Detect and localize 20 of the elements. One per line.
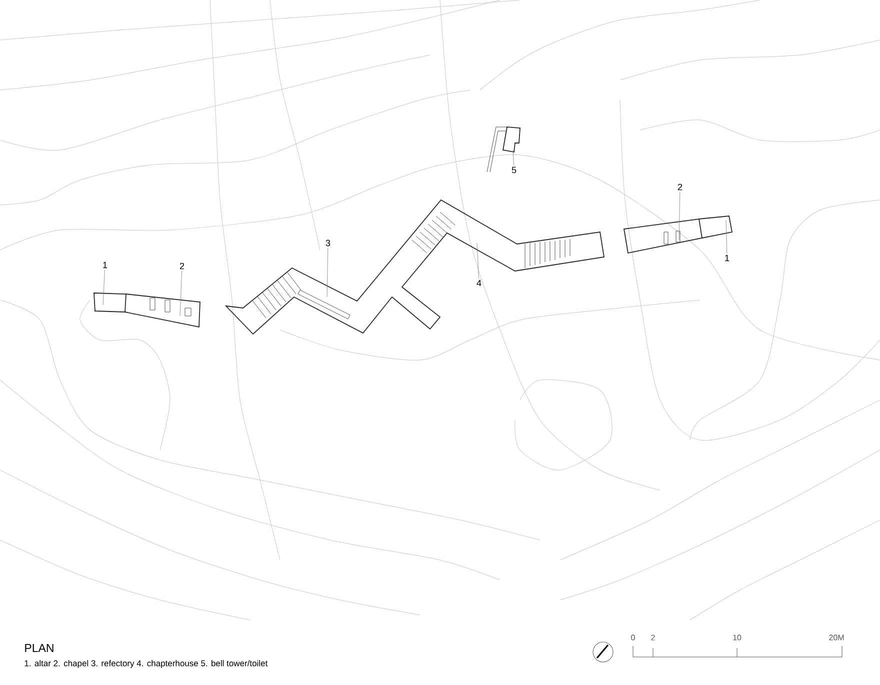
title: PLAN (25, 644, 54, 652)
callout-number: 2 (678, 184, 682, 190)
callout-number: 4 (476, 280, 482, 286)
leader-line (678, 192, 680, 240)
callout-number: 5 (512, 166, 516, 174)
scale-label: 0 (631, 634, 635, 640)
leader-line (326, 248, 328, 298)
leader-line (512, 150, 514, 166)
callout-number: 1 (725, 254, 730, 262)
caption: 1. altar 2. chapel 3. refectory 4. chapterhouse 5. bell tower/toilet (24, 660, 268, 668)
leader-line (102, 270, 105, 306)
scale-label: 20M (829, 634, 844, 640)
callout-number: 1 (103, 262, 108, 268)
scale-label: 10 (733, 634, 742, 640)
leader-line (726, 220, 728, 254)
callout-number: 2 (180, 262, 184, 270)
callout-number: 3 (326, 240, 330, 246)
scale-label: 2 (651, 634, 655, 640)
leader-line (180, 270, 182, 316)
leader-line (476, 242, 479, 278)
